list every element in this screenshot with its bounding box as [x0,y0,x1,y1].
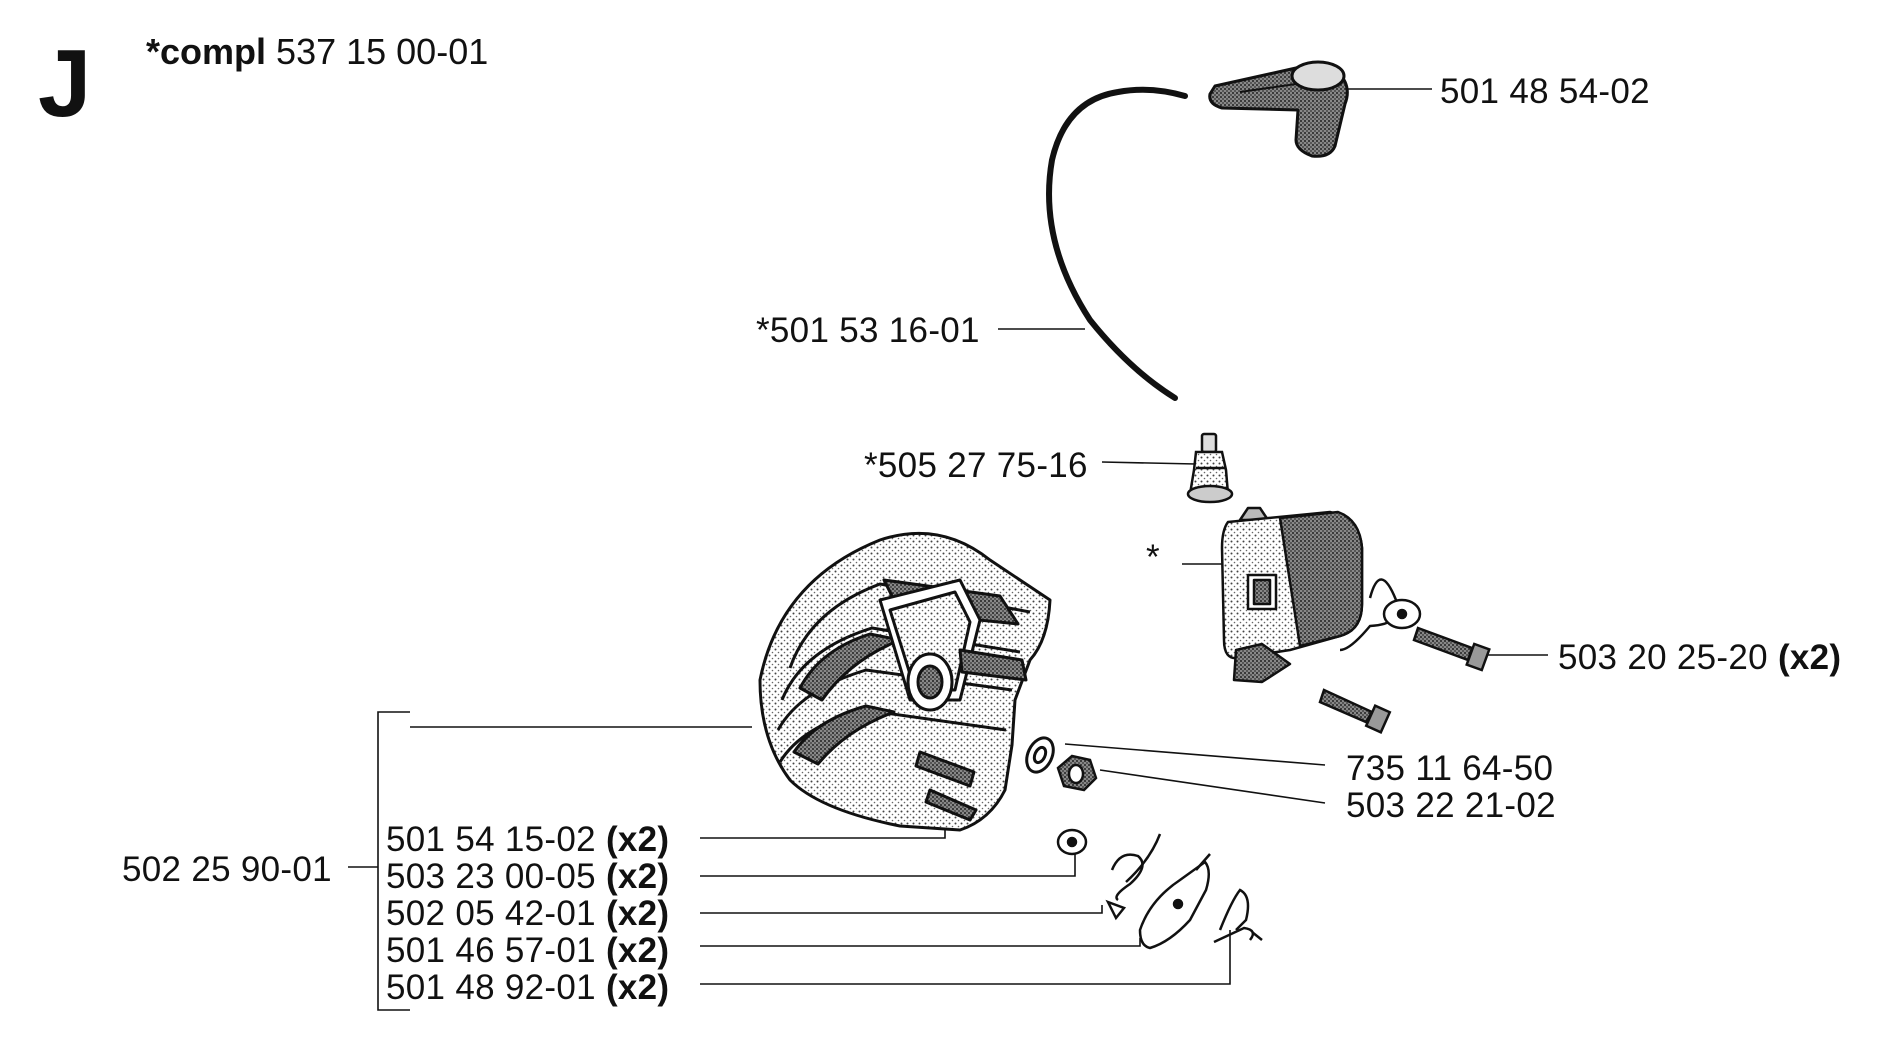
ignition-cable [1046,86,1188,401]
label-nut: 503 22 21-02 [1346,786,1556,825]
ignition-module [1220,506,1422,684]
label-pawl-washer: 503 23 00-05 (x2) [386,857,670,896]
label-washer: 735 11 64-50 [1346,749,1554,788]
label-spark-cap: 501 48 54-02 [1440,72,1650,111]
pawl-washer [1056,828,1088,856]
pawl-clip [1213,888,1263,944]
contact-spring [1186,432,1234,504]
pawl-spring [1105,833,1162,921]
flywheel [758,531,1052,832]
label-pawl: 501 46 57-01 (x2) [386,931,670,970]
label-flywheel-group: 502 25 90-01 [122,850,332,889]
starter-pawl [1138,853,1211,950]
label-contact-spring: *505 27 75-16 [864,446,1088,485]
label-module-screw: 503 20 25-20 (x2) [1558,638,1842,677]
washer-735 [1025,736,1055,774]
spark-plug-cap [1208,60,1349,158]
label-clip: 501 48 92-01 (x2) [386,968,670,1007]
leader-lines [348,88,1548,1011]
module-screws [1318,626,1491,734]
section-letter: J [38,30,92,137]
label-ignition-module: * [1146,538,1160,577]
nut-503 [1056,754,1098,792]
kit-prefix: *compl [146,31,267,72]
kit-number: *compl 537 15 00-01 [146,32,488,72]
label-spring: 502 05 42-01 (x2) [386,894,670,933]
label-ignition-cable: *501 53 16-01 [756,311,980,350]
label-bolt: 501 54 15-02 (x2) [386,820,670,859]
kit-code: 537 15 00-01 [276,31,489,72]
